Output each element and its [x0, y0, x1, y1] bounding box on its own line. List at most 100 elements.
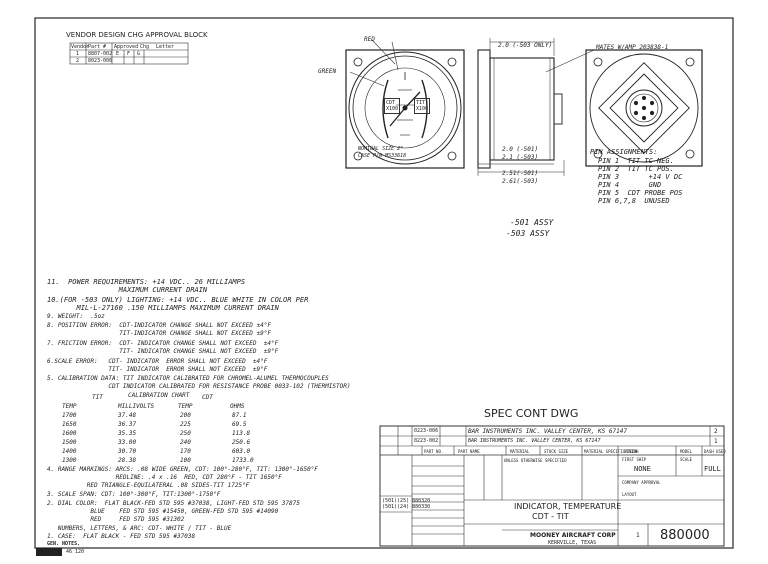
note-3: 3. SCALE SPAN: CDT: 100°-300°F, TIT:1300…: [47, 491, 221, 498]
cal-h-ohms: OHMS: [230, 403, 245, 410]
cal-r3-c4: 113.8: [232, 430, 251, 437]
label-mates: MATES W/AMP 203838-1: [596, 44, 669, 51]
note-5b: CDT INDICATOR CALIBRATED FOR RESISTANCE …: [47, 383, 351, 390]
vendor-row2-part: 8023-006: [88, 58, 113, 64]
scale-value: NONE: [634, 465, 651, 473]
note-2c: RED FED STD 595 #31302: [47, 516, 185, 523]
label-layout: LAYOUT: [622, 492, 637, 497]
cal-r5-c4: 603.0: [232, 448, 251, 455]
label-cdt: CDT X100: [384, 98, 401, 114]
label-company-approval: COMPANY APPROVAL: [622, 480, 661, 485]
drawing-border: [34, 17, 734, 549]
note-7a: 7. FRICTION ERROR: CDT- INDICATOR CHANGE…: [47, 340, 279, 347]
footer-tag: 46 120: [66, 549, 85, 555]
note-4a: 4. RANGE MARKINGS: ARCS: .08 WIDE GREEN,…: [47, 466, 318, 473]
dim-501b: 2.51(-501): [502, 170, 539, 177]
vendor-header-letter: Letter: [156, 44, 175, 50]
cal-r1-c3: 200: [180, 412, 191, 419]
side-codes: (501)(25) 880320 (501)(24) 880330: [382, 498, 431, 510]
col-stock-size: STOCK SIZE: [544, 449, 569, 454]
dim-503a: 2.1 (-503): [502, 154, 539, 161]
cal-r3-c1: 1600: [62, 430, 77, 437]
col-material: MATERIAL: [510, 449, 530, 454]
pin-line-1: PIN 1 TIT TC NEG.: [598, 157, 674, 165]
label-green: GREEN: [318, 68, 337, 75]
cal-r2-c2: 36.37: [118, 421, 137, 428]
cal-r4-c2: 33.00: [118, 439, 137, 446]
rev1-part: 0223-006: [414, 428, 439, 434]
cal-r4-c1: 1500: [62, 439, 77, 446]
note-11b: MAXIMUM CURRENT DRAIN: [47, 286, 208, 294]
note-4c: RED TRIANGLE-EQUILATERAL .08 SIDES-TIT 1…: [47, 482, 250, 489]
col-part-name: PART NAME: [458, 449, 480, 454]
company-name: MOONEY AIRCRAFT CORP: [530, 532, 616, 539]
cal-r5-c1: 1400: [62, 448, 77, 455]
cal-r2-c3: 225: [180, 421, 191, 428]
cal-r1-c2: 37.48: [118, 412, 137, 419]
label-tit: TIT X100: [414, 98, 431, 114]
rev1-desc: BAR INSTRUMENTS INC. VALLEY CENTER, KS 6…: [468, 428, 627, 435]
note-1: 1. CASE: FLAT BLACK - FED STD 595 #37038: [47, 533, 196, 540]
label-assy-503: -503 ASSY: [506, 229, 550, 238]
cal-r6-c3: 100: [180, 457, 191, 464]
label-red: RED: [364, 36, 375, 43]
note-10a: 10.(FOR -503 ONLY) LIGHTING: +14 VDC.. B…: [47, 296, 309, 304]
dim-top: 2.0 (-503 ONLY): [498, 42, 553, 49]
cal-r1-c4: 87.1: [232, 412, 247, 419]
title-line-1: INDICATOR, TEMPERATURE: [514, 502, 622, 511]
size-value: FULL: [704, 465, 721, 473]
vendor-header-approved: Approved: [114, 44, 139, 50]
vendor-header-vendor: Vendor: [71, 44, 90, 50]
rev-num-1: 1: [714, 438, 718, 445]
vendor-table-grid: [69, 42, 189, 65]
spec-cont-dwg: SPEC CONT DWG: [484, 407, 579, 420]
leader-lines: [349, 39, 595, 87]
label-scale: SCALE: [680, 457, 693, 462]
vendor-row1-c: G: [137, 51, 141, 57]
stamp-box: [36, 548, 62, 556]
col-part-no: PART NO.: [424, 449, 444, 454]
vendor-row1-num: 1: [76, 51, 80, 57]
col-material-spec: MATERIAL SPECIFICATION: [584, 449, 637, 454]
pin-line-6: PIN 6,7,8 UNUSED: [598, 197, 670, 205]
vendor-header-part: Part #: [88, 44, 107, 50]
side-view-gauge: [477, 38, 565, 176]
cal-r2-c4: 69.5: [232, 421, 247, 428]
note-2d: NUMBERS, LETTERS, & ARC: CDT- WHITE / TI…: [47, 525, 232, 532]
cal-r4-c4: 250.6: [232, 439, 251, 446]
pin-line-2: PIN 2 TIT TC POS.: [598, 165, 674, 173]
vendor-row2-num: 2: [76, 58, 80, 64]
cal-r6-c2: 28.38: [118, 457, 137, 464]
col-dash-used: DASH USED: [704, 449, 726, 454]
front-view-gauge: [345, 49, 465, 169]
cal-r3-c3: 250: [180, 430, 191, 437]
label-first-ship: FIRST SHIP: [622, 457, 647, 462]
cal-h-temp2: TEMP: [178, 403, 193, 410]
col-finish: FINISH: [624, 449, 639, 454]
note-5a: 5. CALIBRATION DATA: TIT INDICATOR CALIB…: [47, 375, 329, 382]
cal-h-temp1: TEMP: [62, 403, 77, 410]
dim-501a: 2.0 (-501): [502, 146, 539, 153]
note-11a: 11. POWER REQUIREMENTS: +14 VDC.. 26 MIL…: [47, 278, 246, 286]
note-6b: TIT- INDICATOR ERROR SHALL NOT EXCEED ±9…: [47, 366, 268, 373]
label-assy-501: -501 ASSY: [510, 218, 554, 227]
cal-r1-c1: 1700: [62, 412, 77, 419]
dim-503b: 2.61(-503): [502, 178, 539, 185]
rev2-part: 0223-002: [414, 438, 439, 444]
vendor-row1-a: E: [116, 51, 120, 57]
company-city: KERRVILLE, TEXAS: [548, 540, 597, 546]
pin-line-5: PIN 5 CDT PROBE POS: [598, 189, 683, 197]
rev2-desc: BAR INSTRUMENTS INC. VALLEY CENTER, KS 6…: [468, 438, 601, 444]
cal-r6-c1: 1300: [62, 457, 77, 464]
cal-r6-c4: 1733.0: [232, 457, 254, 464]
cal-h-mv: MILLIVOLTS: [118, 403, 155, 410]
pin-line-4: PIN 4 GND: [598, 181, 662, 189]
drawing-number: 880000: [660, 528, 710, 543]
note-8b: TIT-INDICATOR CHANGE SHALL NOT EXCEED ±9…: [47, 330, 271, 337]
unless-specified: UNLESS OTHERWISE SPECIFIED: [504, 458, 567, 463]
cal-cdt-label: CDT: [202, 394, 213, 401]
rev-num-2: 2: [714, 428, 718, 435]
label-nominal-size: NOMINAL SIZE 2" CASE P/N MS33618: [358, 146, 407, 159]
cal-title: CALIBRATION CHART: [128, 392, 190, 399]
